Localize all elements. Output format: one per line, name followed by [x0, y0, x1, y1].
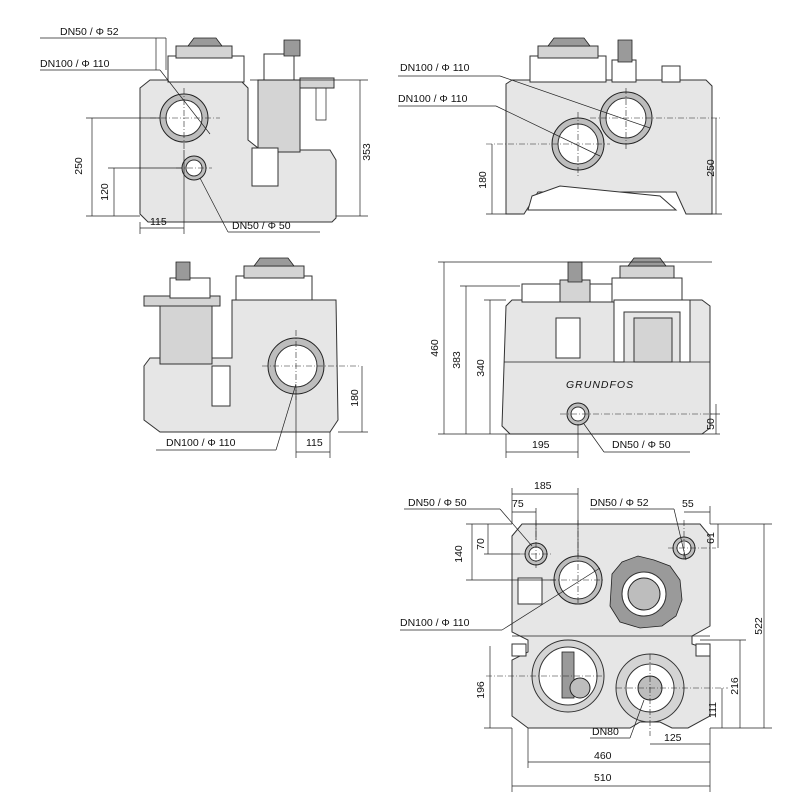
pump-switch [617, 39, 633, 63]
callout-dn50-50: DN50 / Φ 50 [612, 439, 671, 451]
dim-55: 55 [682, 498, 694, 510]
dim-340: 340 [475, 359, 487, 377]
grundfos-logo: GRUNDFOS [566, 379, 634, 391]
top-cap [537, 45, 599, 59]
dim-522: 522 [753, 617, 765, 635]
view-back-left: DN100 / Φ 110 180 115 [143, 257, 368, 458]
dim-196: 196 [475, 681, 487, 699]
dim-61: 61 [705, 532, 717, 544]
dim-75: 75 [512, 498, 524, 510]
outlet-pipe [299, 77, 335, 89]
callout-dn100-110-upper: DN100 / Φ 110 [400, 62, 470, 74]
callout-dn50-52: DN50 / Φ 52 [590, 497, 649, 509]
top-cap [175, 45, 233, 59]
pump-motor [633, 317, 673, 363]
dim-510: 510 [594, 772, 612, 784]
callout-dn80: DN80 [592, 726, 619, 738]
dim-140: 140 [453, 545, 465, 563]
pump-head [169, 277, 211, 299]
callout-dn50-52: DN50 / Φ 52 [60, 26, 119, 38]
dim-216: 216 [729, 677, 741, 695]
dim-115: 115 [306, 437, 323, 449]
dim-460: 460 [429, 339, 441, 357]
pump-switch [283, 39, 301, 57]
dim-120: 120 [99, 183, 111, 201]
top-flange [529, 55, 607, 83]
dim-70: 70 [475, 538, 487, 550]
dim-195: 195 [532, 439, 550, 451]
dim-180: 180 [349, 389, 361, 407]
dim-460: 460 [594, 750, 612, 762]
dim-125: 125 [664, 732, 682, 744]
view-front-left: DN50 / Φ 52 DN100 / Φ 110 DN50 / Φ 50 35… [40, 26, 373, 234]
dim-353: 353 [361, 143, 373, 161]
dim-50: 50 [705, 418, 717, 430]
pump-head [559, 279, 591, 303]
top-flange [611, 277, 683, 303]
callout-dn100-110: DN100 / Φ 110 [40, 58, 110, 70]
pump-lower [211, 365, 231, 407]
pump-column [159, 305, 213, 365]
view-front-right: GRUNDFOS DN50 / Φ 50 460 383 340 195 50 [429, 257, 720, 458]
cap-ridge [187, 37, 223, 47]
top-cap [619, 265, 675, 279]
callout-dn100-110: DN100 / Φ 110 [166, 437, 236, 449]
callout-dn50-50: DN50 / Φ 50 [232, 220, 291, 232]
callout-dn100-110-lower: DN100 / Φ 110 [398, 93, 468, 105]
dim-111: 111 [707, 702, 719, 718]
view-top: DN50 / Φ 50 DN50 / Φ 52 DN100 / Φ 110 DN… [400, 480, 772, 792]
callout-dn100-110: DN100 / Φ 110 [400, 617, 470, 629]
pump-switch [175, 261, 191, 281]
dim-250: 250 [705, 159, 717, 177]
pump-switch [567, 261, 583, 283]
service-panel [555, 317, 581, 359]
dim-250: 250 [73, 157, 85, 175]
pump-head [263, 53, 295, 81]
top-flange [167, 55, 245, 83]
dim-115: 115 [150, 216, 167, 228]
top-cap [243, 265, 305, 279]
vent [661, 65, 681, 83]
dim-180: 180 [477, 171, 489, 189]
view-side-right: DN100 / Φ 110 DN100 / Φ 110 180 250 [398, 37, 722, 215]
callout-dn50-50: DN50 / Φ 50 [408, 497, 467, 509]
cable-box [517, 577, 543, 605]
pump-lower [251, 147, 279, 187]
pump-column [257, 79, 301, 153]
dim-383: 383 [451, 351, 463, 369]
pump-frame [613, 299, 691, 363]
dim-185: 185 [534, 480, 552, 492]
top-flange [235, 275, 313, 301]
base-foot [527, 185, 678, 211]
pump-head [611, 59, 637, 83]
